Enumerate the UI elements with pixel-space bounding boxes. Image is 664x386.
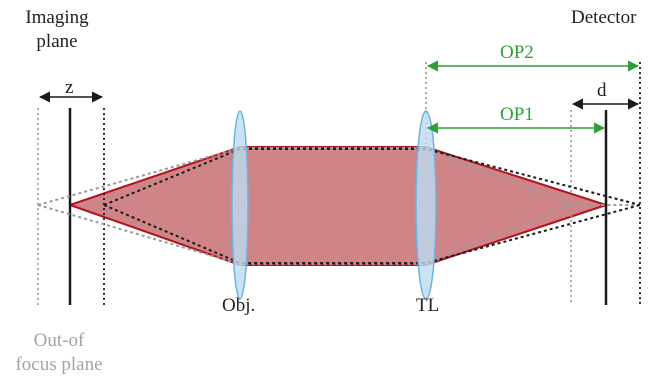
detector-label: Detector bbox=[571, 7, 637, 28]
imaging-plane-label-line1: Imaging bbox=[25, 7, 89, 28]
gray-ray-top bbox=[37, 147, 640, 206]
op1-label: OP1 bbox=[500, 104, 534, 125]
imaging-plane-label-line2: plane bbox=[36, 31, 78, 52]
beam-edge-bottom bbox=[69, 204, 607, 266]
objective-lens bbox=[231, 110, 249, 300]
out-of-focus-label-line2: focus plane bbox=[15, 354, 103, 375]
z-label: z bbox=[65, 77, 74, 98]
imaging-plane-label: Imaging plane bbox=[12, 7, 102, 53]
beam-right-cone bbox=[426, 147, 606, 265]
objective-label: Obj. bbox=[222, 295, 256, 316]
d-label: d bbox=[597, 80, 607, 101]
op2-label: OP2 bbox=[500, 42, 534, 63]
black-ray-top bbox=[103, 148, 641, 206]
out-of-focus-label-line1: Out-of bbox=[33, 330, 85, 351]
beam-left-cone bbox=[70, 147, 240, 265]
tube-lens bbox=[415, 110, 437, 300]
gray-ray-bottom bbox=[37, 204, 572, 265]
tube-lens-label: TL bbox=[416, 295, 440, 316]
out-of-focus-plane-label: Out-of focus plane bbox=[0, 330, 118, 376]
beam-collimated bbox=[240, 147, 426, 265]
black-ray-bottom bbox=[103, 204, 641, 264]
